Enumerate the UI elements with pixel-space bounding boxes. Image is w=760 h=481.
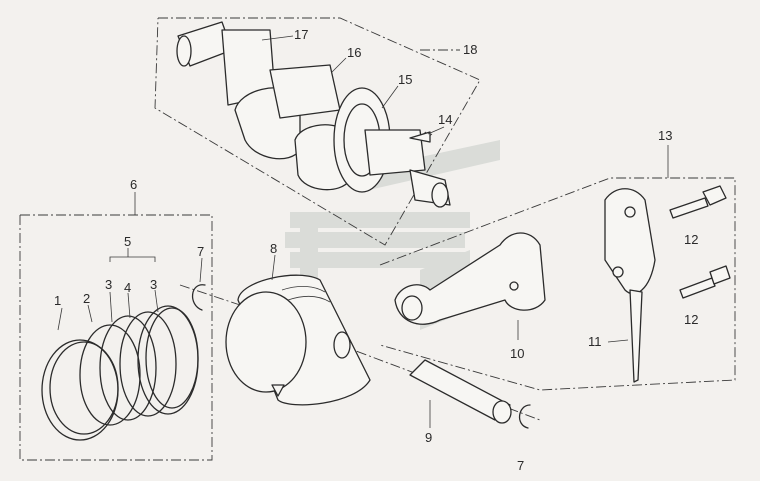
callout-2: 2 [83, 291, 90, 306]
group-frame-rings [19, 214, 213, 461]
callout-18: 18 [463, 42, 477, 57]
circlip-left [191, 284, 206, 311]
callout-17: 17 [294, 27, 308, 42]
callout-8: 8 [270, 241, 277, 256]
callout-14: 14 [438, 112, 452, 127]
leader-lines [57, 35, 669, 428]
connecting-rod [394, 232, 546, 325]
callout-7-left: 7 [197, 244, 204, 259]
rod-bolt-upper [669, 185, 727, 219]
callout-12-lower: 12 [684, 312, 698, 327]
callout-16: 16 [347, 45, 361, 60]
callouts: 1 2 3 4 3 5 6 7 8 9 7 10 11 12 12 13 14 … [54, 27, 698, 473]
callout-13: 13 [658, 128, 672, 143]
group-frame-con-rod [379, 177, 736, 391]
callout-3-right: 3 [150, 277, 157, 292]
callout-3-left: 3 [105, 277, 112, 292]
crankshaft [176, 21, 451, 208]
callout-5: 5 [124, 234, 131, 249]
callout-15: 15 [398, 72, 412, 87]
callout-4: 4 [124, 280, 131, 295]
piston-pin [409, 359, 512, 424]
callout-9: 9 [425, 430, 432, 445]
callout-12-upper: 12 [684, 232, 698, 247]
woodruff-key [409, 131, 431, 143]
piston [225, 274, 371, 406]
callout-1: 1 [54, 293, 61, 308]
callout-11: 11 [588, 334, 602, 349]
callout-6: 6 [130, 177, 137, 192]
group-frame-crankshaft [154, 17, 481, 246]
rod-cap-dipper [604, 188, 656, 383]
callout-7-right: 7 [517, 458, 524, 473]
rod-bolt-lower [679, 265, 731, 299]
circlip-right [518, 404, 531, 429]
piston-rings [41, 305, 199, 441]
callout-10: 10 [510, 346, 524, 361]
